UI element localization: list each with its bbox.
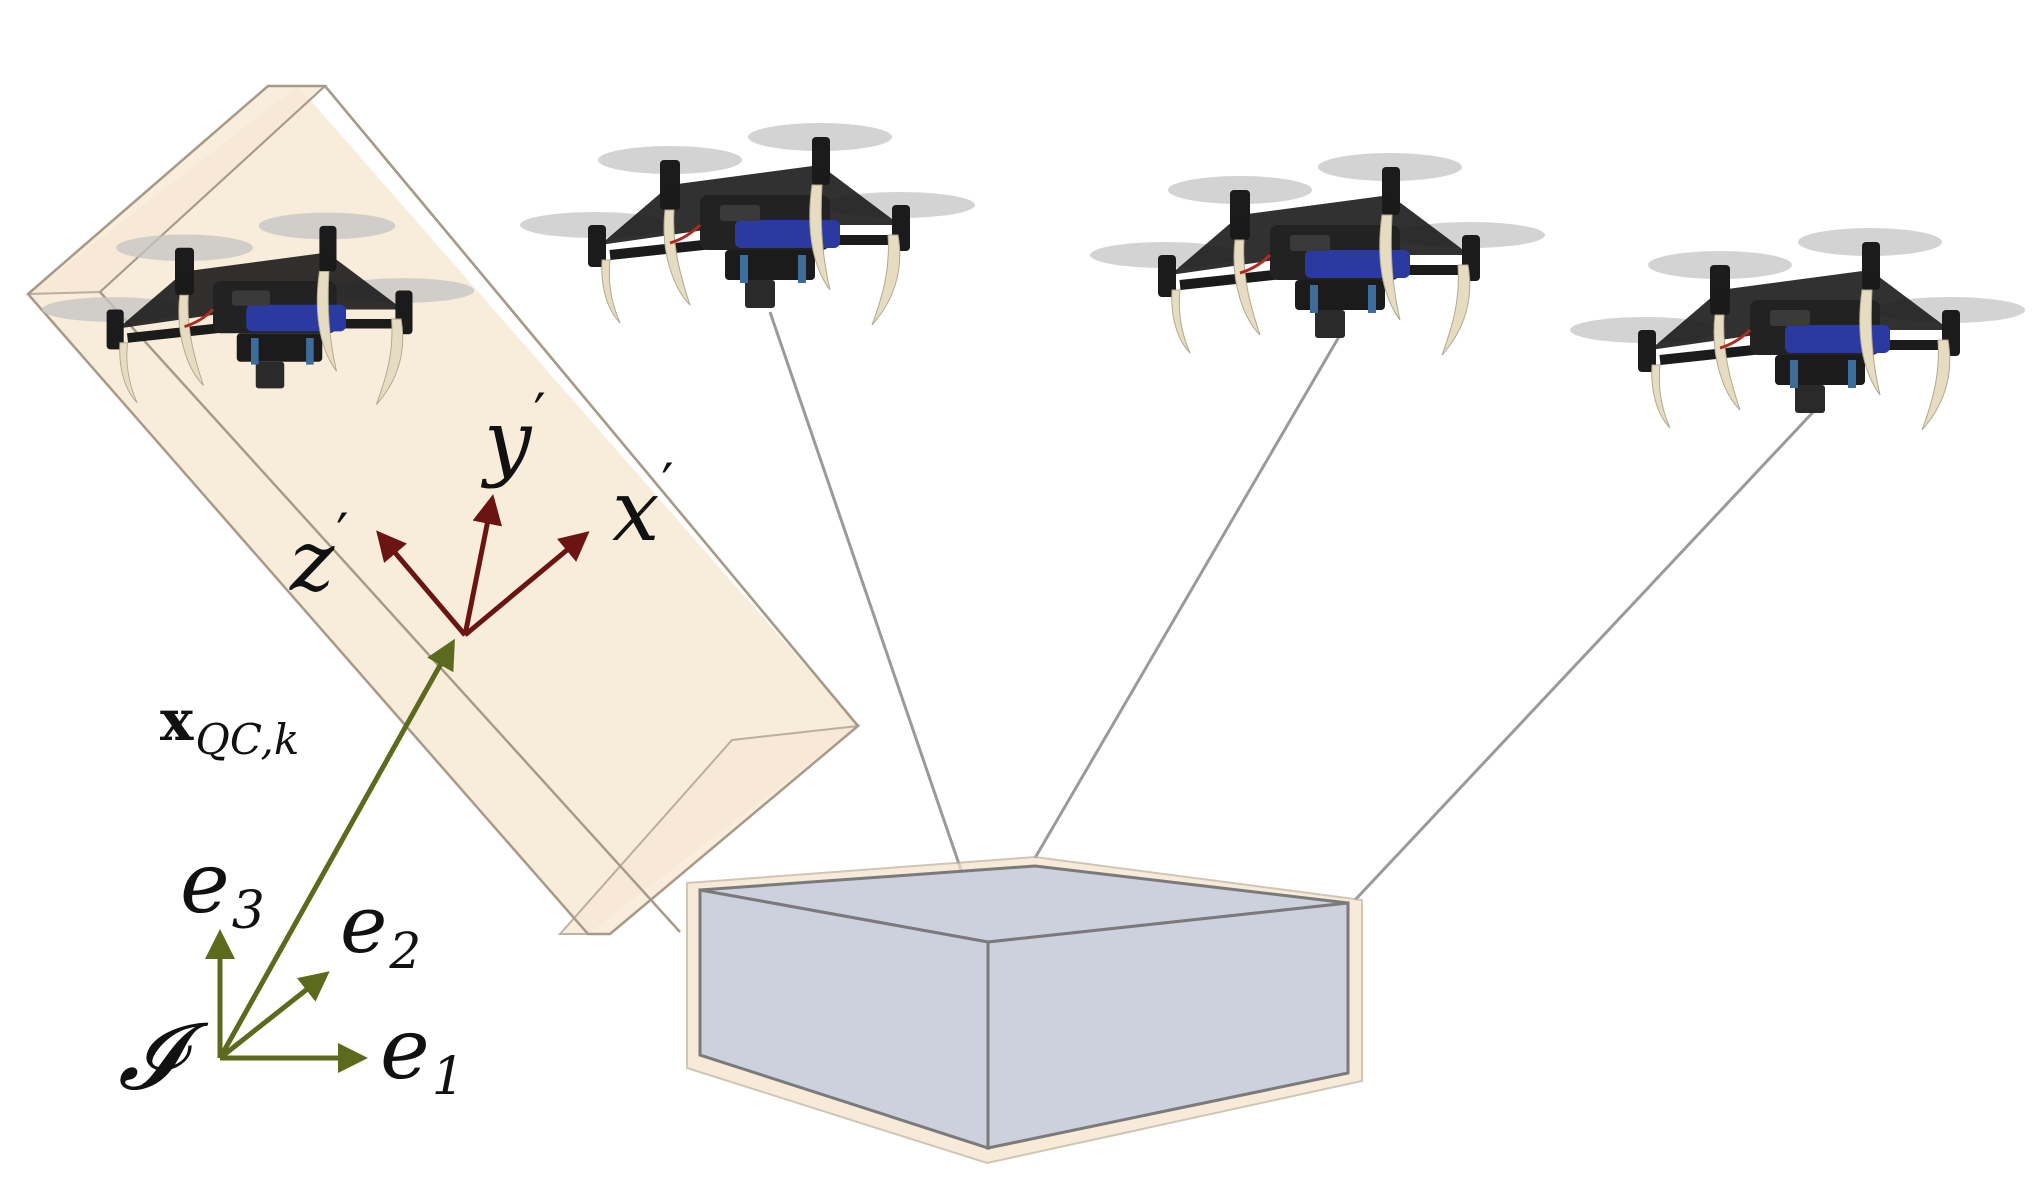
body-frame-axes [376,494,590,637]
label-inertial-frame: 𝓘 [118,1003,209,1110]
label-e3: e3 [180,834,265,941]
inertial-frame-axes [205,638,455,1073]
label-position-vector: xQC,k [160,688,299,764]
label-e1: e1 [380,1000,465,1107]
e2-arrow [218,971,330,1060]
position-vector-arrow [217,638,455,1060]
quadcopter-icon [1570,228,2025,430]
label-y-prime: y′ [480,382,546,490]
quadcopter-icon [1090,153,1545,355]
z-prime-arrow [376,530,467,637]
cables [768,311,1817,941]
cable-1 [768,311,987,941]
drone-2 [520,123,975,325]
label-e2: e2 [340,878,421,980]
labels: y′ x′ z′ xQC,k e3 e2 e1 𝓘 [118,382,674,1110]
cable-2 [1033,334,1342,859]
drone-3 [1090,153,1545,355]
quadcopter-icon [520,123,975,325]
x-prime-arrow [463,531,590,637]
y-prime-arrow [462,494,503,636]
cable-3 [1353,408,1817,902]
label-x-prime: x′ [612,452,674,560]
payload-box [686,855,1363,1165]
label-z-prime: z′ [289,502,349,610]
drone-4 [1570,228,2025,430]
